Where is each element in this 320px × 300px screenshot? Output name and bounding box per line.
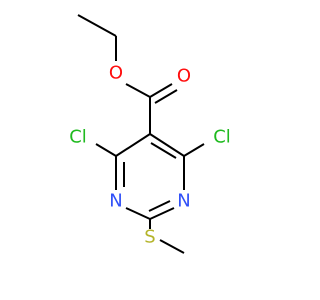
bond-o-carbonyl-c — [125, 83, 151, 98]
bond-c6-cl — [183, 143, 205, 157]
bond-c5-c4 — [115, 133, 151, 157]
bond-carbonyl-double-b — [154, 89, 178, 104]
bond-n3-c2 — [125, 207, 151, 220]
bond-carbonyl-double-a — [149, 83, 173, 98]
bond-ch3-ch2 — [77, 14, 117, 37]
bond-n1-c2 — [149, 207, 175, 220]
atom-sulfur: S — [144, 227, 155, 248]
bond-c4-cl — [95, 143, 117, 157]
bond-c5-c6 — [149, 133, 185, 157]
atom-nitrogen-right: N — [177, 191, 190, 212]
bond-c5-c6-inner — [150, 142, 177, 159]
atom-nitrogen-left: N — [109, 191, 122, 212]
atom-oxygen-ester: O — [109, 63, 123, 84]
atom-chlorine-left: Cl — [69, 127, 87, 148]
molecule-structure-diagram: O O Cl Cl N N S — [69, 14, 231, 254]
bond-n1-c2-inner — [148, 200, 171, 212]
atom-oxygen-carbonyl: O — [177, 66, 191, 87]
atom-chlorine-right: Cl — [213, 127, 231, 148]
bond-s-ch3 — [159, 239, 185, 254]
